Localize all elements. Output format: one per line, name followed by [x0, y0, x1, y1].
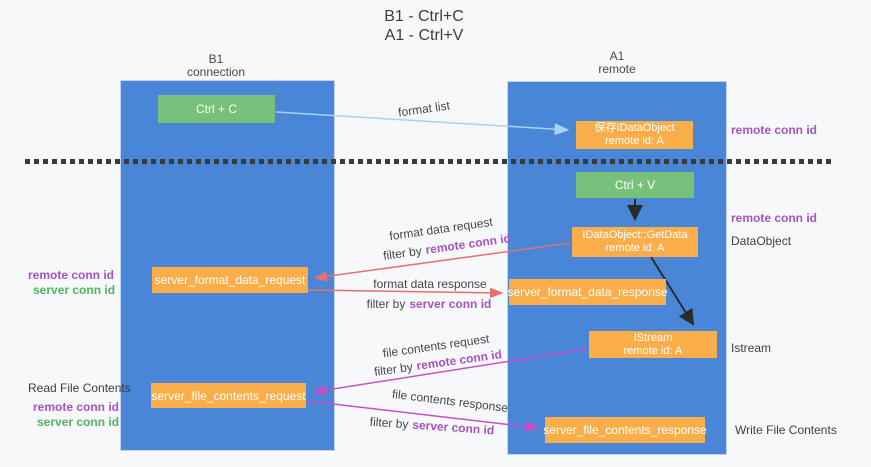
node-istream-line2: remote id: A	[623, 344, 683, 357]
side-label-remote-conn-id-left2: remote conn id	[33, 400, 120, 414]
node-server-file-contents-response-label: server_file_contents_response	[543, 423, 707, 437]
node-save-idataobject-line2: remote id: A	[605, 135, 664, 147]
lane-a1-sub: remote	[598, 62, 636, 76]
node-istream-line1: IStream	[633, 331, 673, 344]
arrow-format-data-request	[313, 242, 571, 282]
side-label-server-conn-id-left2: server conn id	[37, 415, 120, 429]
lane-b1-sub: connection	[186, 65, 246, 79]
filter-by-text: filter by	[369, 414, 409, 432]
arrow-getdata-to-istream	[650, 256, 695, 326]
side-label-remote-conn-id-top: remote conn id	[731, 123, 818, 137]
arrow-format-data-response	[308, 287, 504, 299]
node-server-file-contents-response: server_file_contents_response	[543, 417, 707, 443]
node-istream: IStream remote id: A	[589, 331, 717, 358]
node-server-format-data-request-label: server_format_data_request	[154, 273, 306, 287]
title-line-1: B1 - Ctrl+C	[384, 8, 464, 25]
node-server-format-data-response: server_format_data_response	[507, 279, 668, 305]
node-save-idataobject: 保存IDataObject remote id: A	[576, 121, 693, 149]
edge-label-format-data-response: format data response	[373, 277, 487, 291]
node-idataobject-getdata: IDataObject::GetData remote id: A	[572, 227, 698, 257]
side-label-istream: Istream	[731, 341, 772, 355]
diagram-title: B1 - Ctrl+C A1 - Ctrl+V	[384, 7, 464, 45]
lane-b1-name: B1	[208, 52, 224, 66]
node-server-file-contents-request: server_file_contents_request	[151, 383, 306, 408]
side-label-remote-conn-id-mid: remote conn id	[731, 211, 818, 225]
node-server-format-data-request: server_format_data_request	[152, 267, 308, 293]
arrow-format-list	[275, 111, 570, 136]
node-getdata-line1: IDataObject::GetData	[582, 229, 688, 241]
side-label-write-file-contents: Write File Contents	[735, 423, 837, 437]
node-ctrl-v: Ctrl + V	[576, 172, 694, 198]
node-ctrl-c-label: Ctrl + C	[195, 102, 237, 116]
node-server-format-data-response-label: server_format_data_response	[507, 285, 668, 299]
node-save-idataobject-line1: 保存IDataObject	[594, 122, 675, 134]
filter-by-text: filter by	[366, 297, 406, 311]
node-getdata-line2: remote id: A	[605, 242, 665, 254]
side-label-read-file-contents: Read File Contents	[28, 381, 131, 395]
lane-a1-name: A1	[609, 49, 625, 63]
node-ctrl-c: Ctrl + C	[158, 95, 275, 123]
lane-header-b1: B1 connection	[187, 53, 245, 79]
arrow-file-contents-response	[306, 400, 540, 432]
side-label-dataobject: DataObject	[731, 234, 792, 248]
copy-paste-divider	[25, 159, 832, 164]
lane-header-a1: A1 remote	[598, 50, 635, 76]
server-conn-id-text: server conn id	[409, 297, 492, 311]
side-label-remote-conn-id-left1: remote conn id	[28, 268, 115, 282]
node-server-file-contents-request-label: server_file_contents_request	[151, 388, 306, 403]
arrow-file-contents-request	[312, 348, 588, 396]
title-line-2: A1 - Ctrl+V	[384, 27, 464, 44]
side-label-server-conn-id-left1: server conn id	[33, 283, 116, 297]
node-ctrl-v-label: Ctrl + V	[614, 178, 656, 192]
